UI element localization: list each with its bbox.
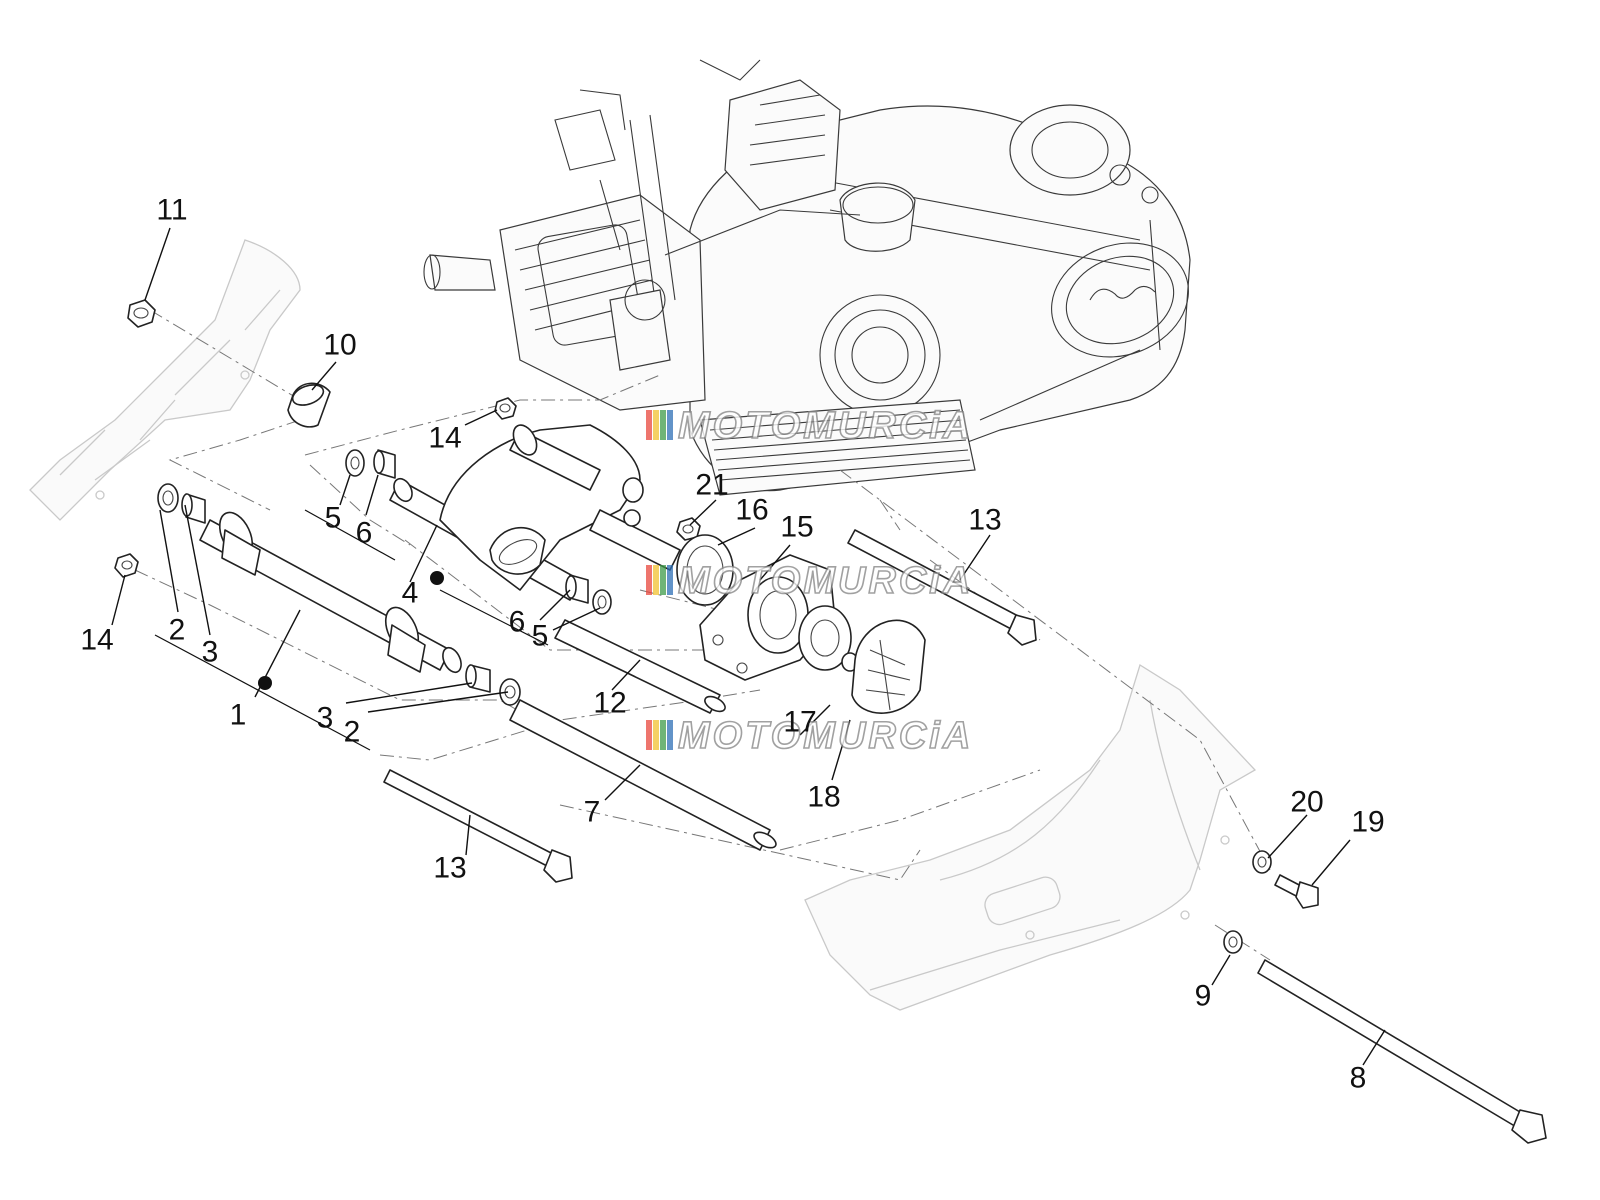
part-20-washer	[1252, 850, 1272, 874]
callout-13-upper: 13	[968, 504, 1001, 537]
callout-4: 4	[402, 577, 419, 610]
part-12-tube	[554, 619, 726, 714]
leader-lines	[111, 227, 1386, 1066]
callout-11: 11	[156, 194, 187, 227]
callout-7: 7	[584, 796, 601, 829]
callout-3-left: 3	[202, 636, 219, 669]
part-5-washer-upper	[345, 449, 365, 477]
part-2-washer-left	[157, 483, 179, 513]
watermark-text: MOTOMURCiA	[678, 560, 973, 602]
callout-2-left: 2	[169, 614, 186, 647]
part-13-bolt-upper	[847, 529, 1037, 646]
reference-dot-upper	[430, 571, 444, 585]
part-17-rubber-damper	[798, 605, 859, 672]
callout-20: 20	[1290, 786, 1323, 819]
callout-19: 19	[1351, 806, 1384, 839]
callout-5-upper: 5	[325, 502, 342, 535]
callout-17: 17	[783, 706, 816, 739]
group-bracket-1	[154, 634, 371, 751]
watermark-stripe	[653, 565, 659, 595]
part-6-bushing-upper	[373, 449, 396, 479]
part-14-nut-upper	[494, 397, 517, 420]
left-frame-fragment	[29, 239, 301, 521]
callout-2-right: 2	[344, 716, 361, 749]
part-9-washer	[1223, 930, 1243, 954]
watermark-text: MOTOMURCiA	[678, 405, 973, 447]
callout-14-upper: 14	[428, 422, 461, 455]
part-1-swingarm-shaft	[199, 511, 462, 674]
part-5-washer-lower	[592, 589, 612, 615]
callout-8: 8	[1350, 1062, 1367, 1095]
callout-12: 12	[593, 687, 626, 720]
part-19-bolt	[1274, 874, 1319, 909]
part-13-bolt-lower	[383, 769, 573, 883]
watermark-stripe	[653, 720, 659, 750]
part-11-nut	[127, 299, 156, 328]
group-bracket-5-6-upper	[304, 509, 396, 561]
part-8-bolt	[1257, 959, 1547, 1144]
part-7-tube	[509, 699, 777, 851]
callout-15: 15	[780, 511, 813, 544]
part-3-bushing-right	[465, 664, 491, 693]
callout-6-upper: 6	[356, 517, 373, 550]
watermark-stripe	[660, 720, 666, 750]
engine-assembly	[423, 59, 1191, 496]
callout-5-lower: 5	[532, 620, 549, 653]
part-2-washer-right	[499, 678, 521, 706]
callout-18: 18	[807, 781, 840, 814]
part-14-nut-lower	[114, 553, 139, 578]
watermark-stripe	[660, 410, 666, 440]
part-4-swingarm-link	[389, 424, 681, 601]
watermark-2: MOTOMURCiA	[646, 559, 973, 603]
callout-9: 9	[1195, 980, 1212, 1013]
right-frame-fragment	[804, 664, 1257, 1011]
callout-16: 16	[735, 494, 768, 527]
watermark-stripe	[667, 565, 673, 595]
callout-10: 10	[323, 329, 356, 362]
part-10-bushing	[287, 382, 331, 428]
watermark-stripe	[646, 565, 652, 595]
reference-dot-lower	[258, 676, 272, 690]
callout-21: 21	[695, 469, 728, 502]
callout-13-lower: 13	[433, 852, 466, 885]
callout-6-lower: 6	[509, 606, 526, 639]
watermark-stripe	[667, 720, 673, 750]
watermark-3: MOTOMURCiA	[646, 714, 973, 758]
watermark-stripe	[646, 720, 652, 750]
callout-1: 1	[230, 699, 247, 732]
part-18-cover	[851, 619, 926, 714]
watermark-1: MOTOMURCiA	[646, 404, 973, 448]
watermark-stripe	[667, 410, 673, 440]
callout-labels: 11 10 14 14 2 3 1 4 5 6 6 5 3 2 12 7 13 …	[80, 194, 1384, 1095]
watermark-stripe	[660, 565, 666, 595]
watermark-stripe	[646, 410, 652, 440]
callout-14-lower: 14	[80, 624, 113, 657]
watermark-text: MOTOMURCiA	[678, 715, 973, 757]
callout-3-right: 3	[317, 702, 334, 735]
part-16-silent-block	[676, 534, 734, 606]
watermark-stripe	[653, 410, 659, 440]
group-bracket-5-6-lower	[439, 589, 549, 646]
